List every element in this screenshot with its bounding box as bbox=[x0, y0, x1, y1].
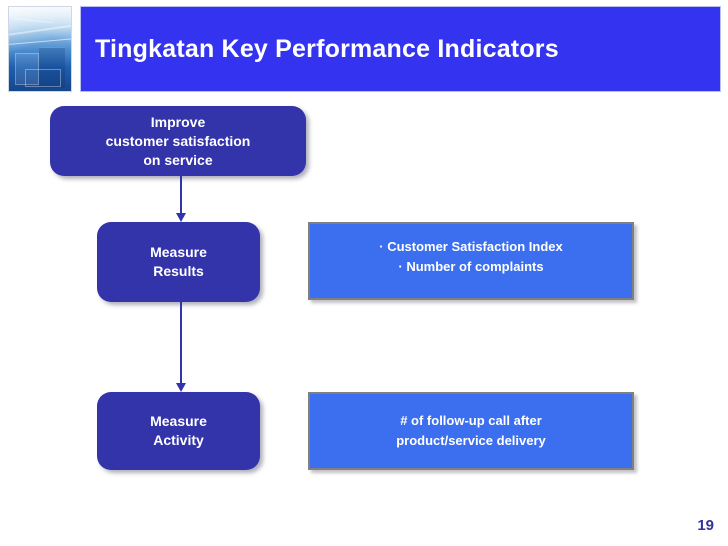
flow-node-measure-activity-label: Measure Activity bbox=[150, 413, 207, 448]
slide-title-bar: Tingkatan Key Performance Indicators bbox=[80, 6, 721, 92]
kpi-detail-measure-results[interactable]: · Customer Satisfaction Index · Number o… bbox=[308, 222, 634, 300]
goal-box-label: Improve customer satisfaction on service bbox=[105, 113, 251, 168]
goal-box-improve-customer-satisfaction[interactable]: Improve customer satisfaction on service bbox=[50, 106, 306, 176]
slide-page-number: 19 bbox=[697, 517, 714, 534]
company-logo-image bbox=[8, 6, 72, 92]
flow-node-measure-results[interactable]: Measure Results bbox=[97, 222, 260, 302]
arrow-goal-to-measure-results bbox=[176, 176, 186, 222]
flow-node-measure-activity[interactable]: Measure Activity bbox=[97, 392, 260, 470]
arrow-down-icon bbox=[176, 213, 186, 222]
page-title: Tingkatan Key Performance Indicators bbox=[95, 34, 559, 63]
arrow-down-icon bbox=[176, 383, 186, 392]
kpi-detail-measure-activity[interactable]: # of follow-up call after product/servic… bbox=[308, 392, 634, 470]
kpi-detail-measure-results-label: · Customer Satisfaction Index · Number o… bbox=[379, 239, 563, 274]
kpi-detail-measure-activity-label: # of follow-up call after product/servic… bbox=[396, 413, 546, 448]
flow-node-measure-results-label: Measure Results bbox=[150, 244, 207, 279]
arrow-measure-results-to-measure-activity bbox=[176, 302, 186, 392]
